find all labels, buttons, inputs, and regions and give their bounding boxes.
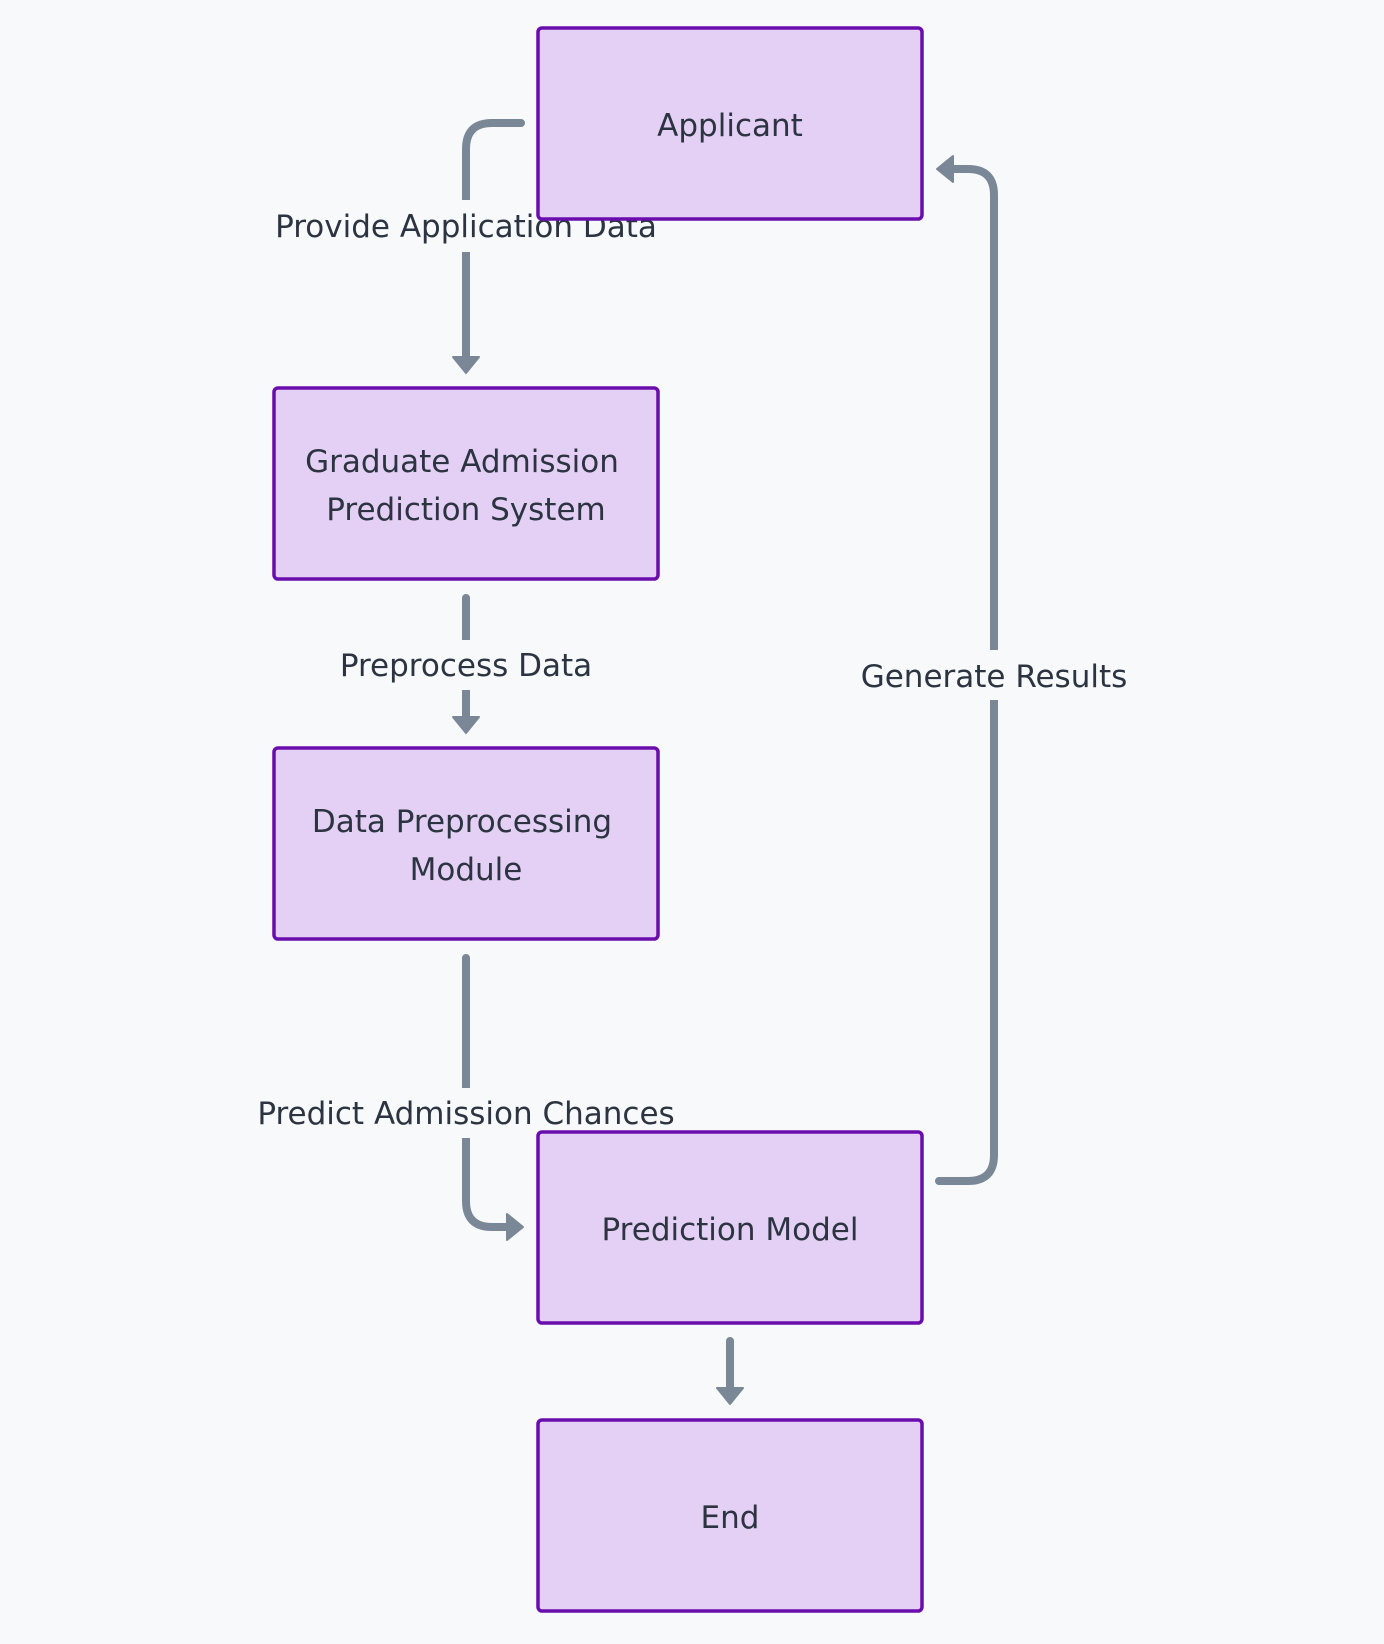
edge-label-preprocess-data: Preprocess Data (330, 640, 602, 690)
svg-text:Applicant: Applicant (657, 108, 803, 144)
edge-model-to-end (716, 1337, 744, 1405)
edge-label-predict-admission-chances: Predict Admission Chances (250, 1088, 682, 1138)
svg-text:Module: Module (410, 852, 523, 888)
svg-text:Preprocess Data: Preprocess Data (340, 648, 592, 684)
svg-text:Prediction Model: Prediction Model (602, 1212, 859, 1248)
svg-text:Predict Admission Chances: Predict Admission Chances (257, 1096, 674, 1132)
svg-text:Data Preprocessing: Data Preprocessing (312, 804, 612, 840)
edge-preprocessing-to-model (462, 954, 524, 1241)
svg-text:Graduate Admission: Graduate Admission (305, 444, 619, 480)
svg-text:Prediction System: Prediction System (326, 492, 605, 528)
node-data-preprocessing-module: Data Preprocessing Module (272, 746, 660, 941)
svg-text:End: End (701, 1500, 760, 1536)
edge-label-generate-results: Generate Results (856, 650, 1132, 700)
node-applicant: Applicant (536, 26, 924, 221)
edge-label-provide-application-data: Provide Application Data (270, 200, 662, 252)
svg-text:Generate Results: Generate Results (861, 659, 1128, 695)
node-graduate-admission-prediction-system: Graduate Admission Prediction System (272, 386, 660, 581)
node-prediction-model: Prediction Model (536, 1130, 924, 1325)
edge-applicant-to-system (452, 119, 525, 374)
node-end: End (536, 1418, 924, 1613)
